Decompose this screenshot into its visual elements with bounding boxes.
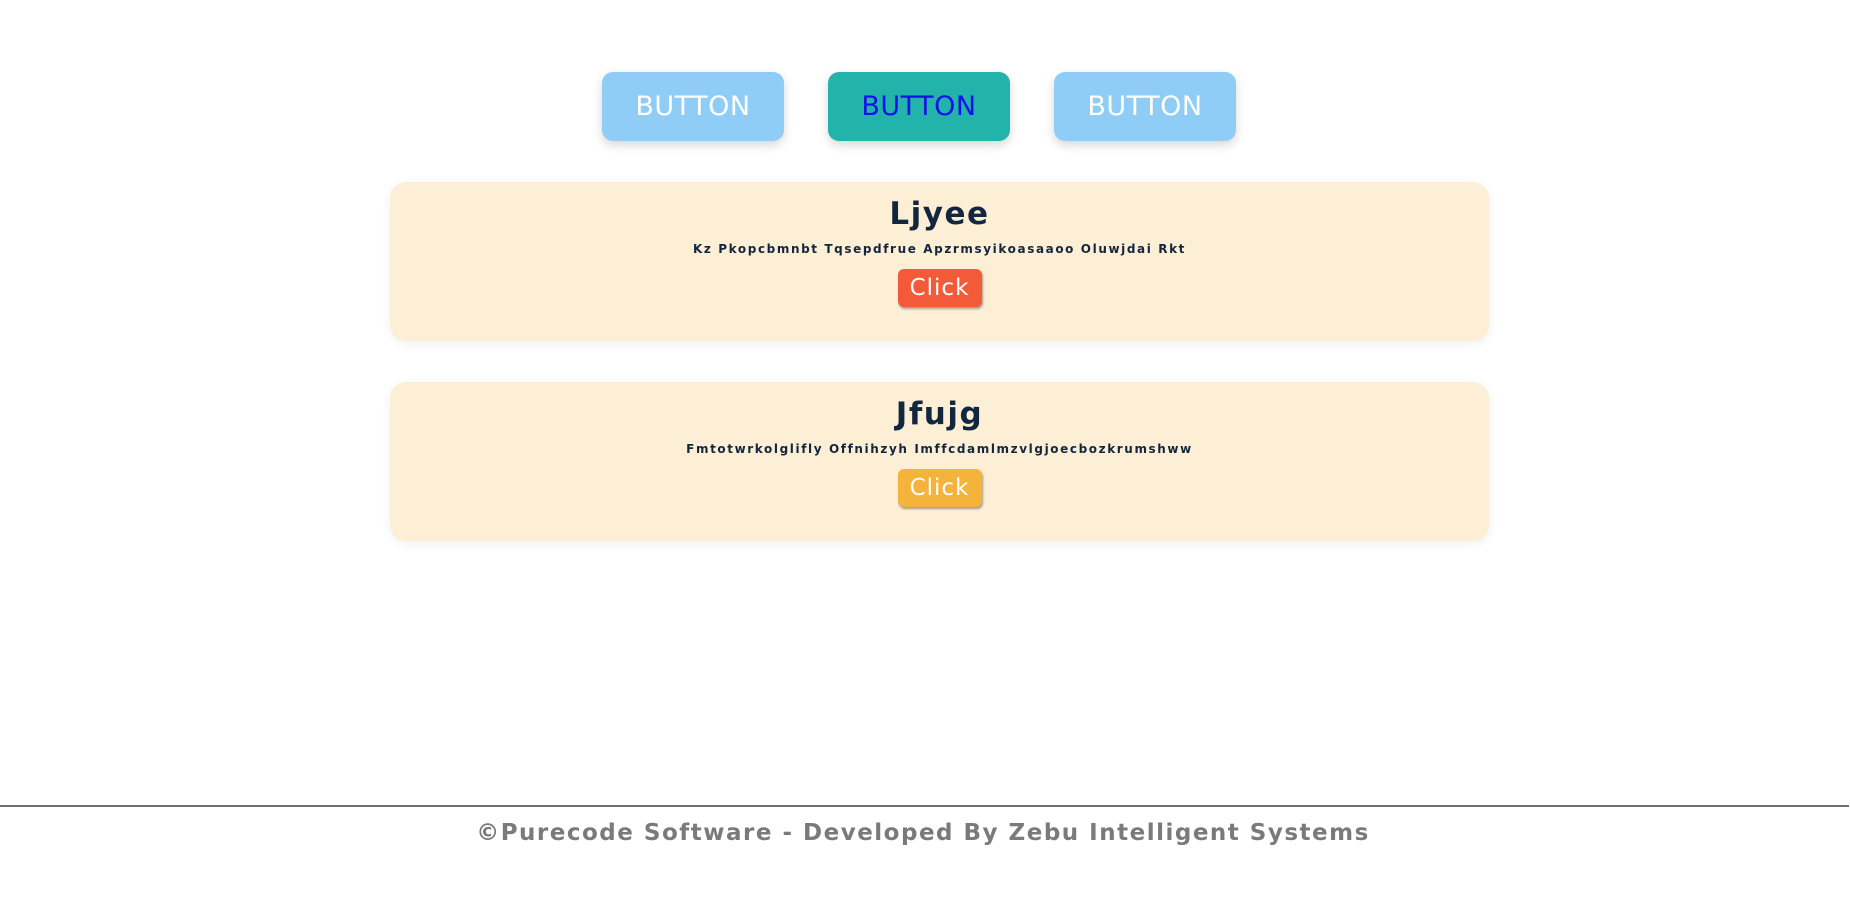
card-click-button[interactable]: Click [897, 269, 982, 307]
footer-copyright: ©Purecode Software - Developed By Zebu I… [476, 820, 1370, 846]
card-click-button[interactable]: Click [897, 469, 982, 507]
card-title: Jfujg [895, 396, 984, 432]
card-ljyee: Ljyee Kz Pkopcbmnbt Tqsepdfrue Apzrmsyik… [390, 182, 1489, 341]
top-button-3[interactable]: BUTTON [1054, 72, 1236, 141]
top-button-1[interactable]: BUTTON [602, 72, 784, 141]
footer-divider [0, 805, 1849, 807]
top-button-2-active[interactable]: BUTTON [828, 72, 1010, 141]
card-description: Fmtotwrkolglifly Offnihzyh Imffcdamlmzvl… [686, 442, 1193, 456]
card-description: Kz Pkopcbmnbt Tqsepdfrue Apzrmsyikoasaao… [693, 242, 1186, 256]
card-title: Ljyee [889, 196, 990, 232]
card-jfujg: Jfujg Fmtotwrkolglifly Offnihzyh Imffcda… [390, 382, 1489, 541]
top-button-group: BUTTON BUTTON BUTTON [0, 72, 1850, 141]
